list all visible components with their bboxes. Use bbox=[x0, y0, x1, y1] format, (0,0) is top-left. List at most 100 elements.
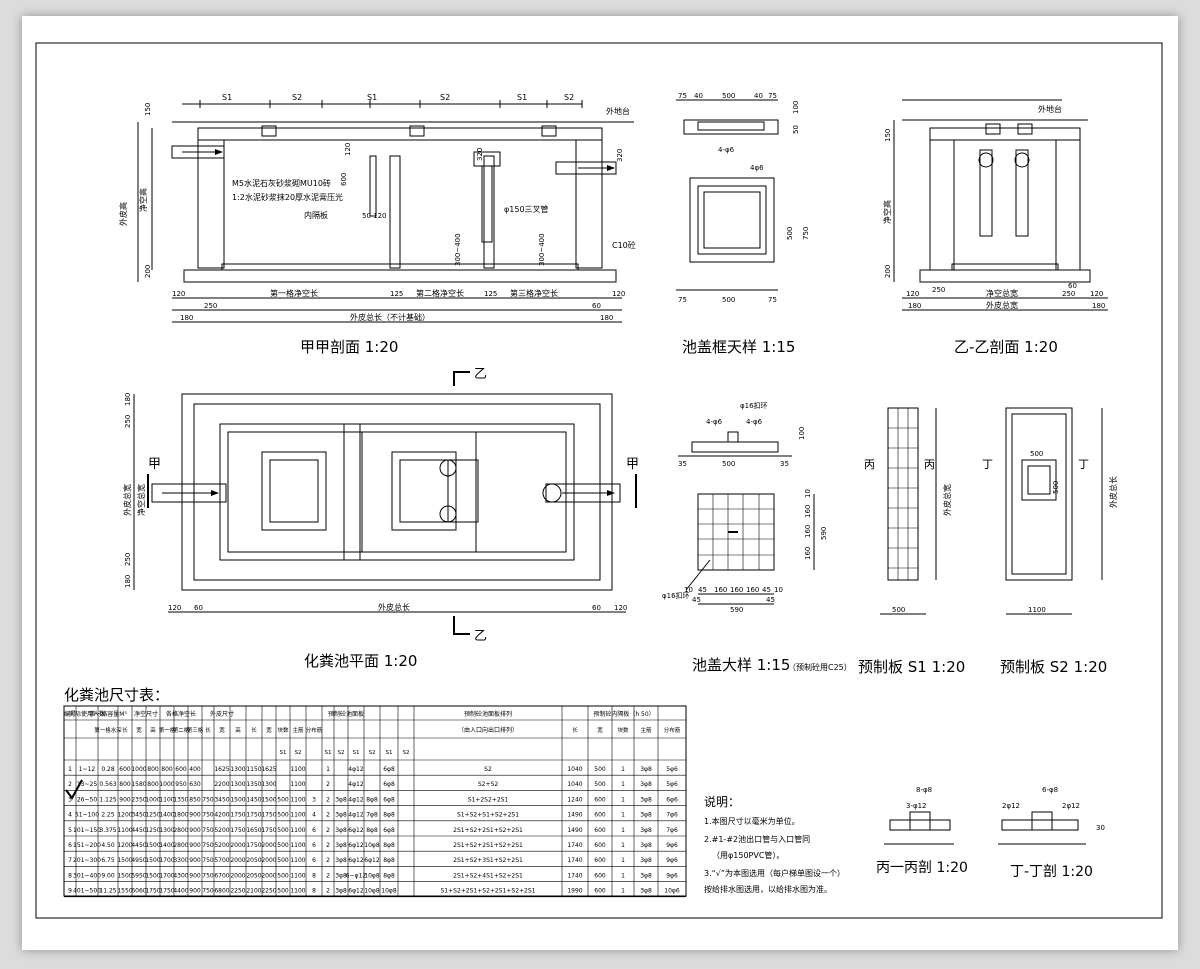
table-cell: 301~400 bbox=[73, 872, 101, 879]
dim-180-f: 180 bbox=[124, 575, 132, 588]
dim-500-e: 500 bbox=[892, 606, 905, 614]
section-bb: 外地台 净空高 150 200 120 250 净空总宽 250 120 60 … bbox=[882, 99, 1108, 356]
table-cell: 500 bbox=[277, 888, 289, 895]
table-sub-header: 长 bbox=[205, 726, 211, 734]
table-cell: S1+S2+S1+S2+2S1 bbox=[457, 812, 519, 819]
dim-10-b: 10 bbox=[774, 586, 783, 594]
table-cell: 900 bbox=[189, 827, 201, 834]
cover-frame-title: 池盖框天样 1:15 bbox=[682, 338, 795, 356]
table-cell: 630 bbox=[189, 781, 201, 788]
table-cell: 3φ8 bbox=[640, 812, 652, 819]
section-aa-title: 甲甲剖面 1:20 bbox=[300, 338, 398, 356]
table-cell: 3φ8 bbox=[640, 827, 652, 834]
table-sub-header: 高 bbox=[235, 726, 241, 734]
dim-30: 30 bbox=[1096, 824, 1105, 832]
table-cell: 4φ12 bbox=[348, 796, 364, 803]
dim-300-400-b: 300~400 bbox=[538, 233, 546, 266]
table-group-header: 预制砼池面板排列 bbox=[464, 710, 512, 718]
table-cell: 3φ8 bbox=[335, 857, 347, 864]
drawing-border bbox=[35, 42, 1163, 919]
table-cell: 2 bbox=[326, 888, 330, 895]
table-cell: 3φ8 bbox=[640, 857, 652, 864]
table-sub-header: 长 bbox=[251, 726, 257, 734]
table-cell: 6φ8 bbox=[383, 796, 395, 803]
table-cell: 600 bbox=[594, 842, 606, 849]
table-cell: 500 bbox=[277, 842, 289, 849]
table-cell: 1500 bbox=[145, 842, 160, 849]
table-cell: 4450 bbox=[131, 842, 146, 849]
table-cell: 3300 bbox=[173, 857, 188, 864]
table-cell: 1100 bbox=[290, 872, 305, 879]
table-cell: 6060 bbox=[131, 888, 146, 895]
note-line-4: 3.“√”为本图选用（每户梯单图设一个） bbox=[704, 868, 845, 878]
outer-length-nf-label: 外皮总长（不计基础） bbox=[350, 312, 430, 322]
table-cell: 8 bbox=[312, 888, 316, 895]
table-cell: 1 bbox=[621, 781, 625, 788]
dim-500-d: 500 bbox=[722, 460, 735, 468]
table-cell: 8 bbox=[312, 872, 316, 879]
table-cell: S2+S2 bbox=[478, 781, 498, 788]
table-group-header: 编号 bbox=[64, 710, 76, 718]
table-cell: 1490 bbox=[567, 827, 582, 834]
table-cell: 900 bbox=[189, 812, 201, 819]
second-clear-label: 第二格净空长 bbox=[416, 288, 464, 298]
table-cell: 2 bbox=[326, 812, 330, 819]
table-cell: 1~12 bbox=[79, 766, 96, 773]
dim-590-a: 590 bbox=[730, 606, 743, 614]
table-cell: 5950 bbox=[131, 872, 146, 879]
table-cell: 900 bbox=[189, 842, 201, 849]
table-cell: 3φ8 bbox=[335, 812, 347, 819]
dim-s2-a: S2 bbox=[292, 93, 302, 102]
note-line-5: 按给排水图选用，以给排水图为准。 bbox=[704, 884, 832, 894]
table-cell: 2S1+S2+3S1+S2+2S1 bbox=[453, 857, 523, 864]
table-cell: 11.25 bbox=[99, 888, 116, 895]
table-cell: 1200 bbox=[117, 842, 132, 849]
section-mark-ding-right: 丁 bbox=[1078, 458, 1089, 471]
dim-250-d: 250 bbox=[124, 415, 132, 428]
rebar-4d6-b: 4φ6 bbox=[750, 164, 764, 172]
clear-height-label: 净空高 bbox=[138, 188, 148, 212]
table-cell: 500 bbox=[594, 766, 606, 773]
table-cell: 4400 bbox=[173, 888, 188, 895]
table-sub-header: 宽 bbox=[597, 726, 603, 734]
dim-160-d: 160 bbox=[804, 505, 812, 518]
table-cell: 9 bbox=[68, 888, 72, 895]
table-cell: 9φ6 bbox=[666, 857, 678, 864]
table-cell: 900 bbox=[189, 888, 201, 895]
table-cell: 1 bbox=[621, 812, 625, 819]
table-cell: 1100 bbox=[117, 827, 132, 834]
table-cell: 0.563 bbox=[99, 781, 116, 788]
table-cell: 1990 bbox=[567, 888, 582, 895]
table-group-header: 实际使用人数 bbox=[69, 710, 105, 718]
dim-45-b: 45 bbox=[762, 586, 771, 594]
table-cell: 1240 bbox=[567, 796, 582, 803]
section-cc-title: 丙一丙剖 1:20 bbox=[876, 860, 968, 876]
table-sub-header: 宽 bbox=[136, 726, 142, 734]
table-cell: 5200 bbox=[214, 842, 229, 849]
hook-label-b: φ16扣环 bbox=[662, 591, 690, 600]
table-cell: 151~200 bbox=[73, 842, 101, 849]
cover-detail: φ16扣环 4-φ6 4-φ6 35 500 35 100 φ16扣环 10 4… bbox=[662, 401, 852, 674]
table-group-header: 净空尺寸 bbox=[134, 710, 158, 718]
dim-500-b: 500 bbox=[722, 296, 735, 304]
table-sub-sub-header: S1 bbox=[325, 750, 332, 756]
table-cell: 1 bbox=[621, 888, 625, 895]
table-cell: S2 bbox=[484, 766, 492, 773]
table-cell: 8φ8 bbox=[383, 812, 395, 819]
rebar-6d8: 6-φ8 bbox=[1042, 786, 1058, 794]
table-sub-header: 第一格 bbox=[159, 726, 176, 734]
table-cell: 5700 bbox=[214, 857, 229, 864]
table-cell: 1000 bbox=[159, 781, 174, 788]
table-cell: 2 bbox=[326, 872, 330, 879]
slab-s1: 丙 丙 外皮总宽 500 预制板 S1 1:20 bbox=[858, 407, 965, 676]
table-cell: 9φ6 bbox=[666, 842, 678, 849]
table-cell: 800 bbox=[119, 781, 131, 788]
dim-60-d: 60 bbox=[592, 604, 601, 612]
dim-75-d: 75 bbox=[768, 296, 777, 304]
table-cell: 2100 bbox=[246, 888, 261, 895]
table-sub-sub-header: S2 bbox=[338, 750, 345, 756]
dim-s1-c: S1 bbox=[517, 93, 527, 102]
dim-120-e: 120 bbox=[1090, 290, 1103, 298]
table-cell: 1740 bbox=[567, 842, 582, 849]
table-cell: 950 bbox=[175, 781, 187, 788]
